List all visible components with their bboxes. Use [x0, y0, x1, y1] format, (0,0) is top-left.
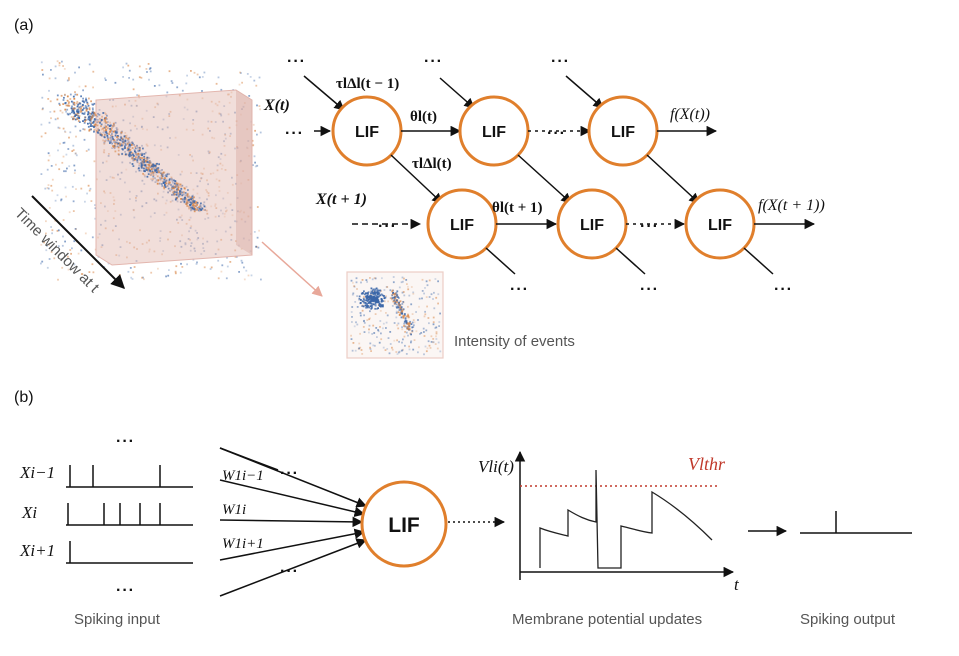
edge-w-i	[219, 516, 364, 528]
edge-w-im1	[219, 479, 366, 517]
spiking-output-train	[800, 511, 912, 534]
spike-train-i	[66, 503, 193, 526]
row2-input-label: X(t + 1)	[315, 191, 367, 208]
ellipsis-bottom-1: ···	[510, 281, 529, 298]
lif-node-b-label: LIF	[388, 514, 420, 537]
edge-top-to-n1	[303, 75, 345, 111]
tail-r2n1	[485, 247, 516, 275]
membrane-label: Membrane potential updates	[512, 611, 702, 628]
tail-r2n2	[615, 247, 646, 275]
spiking-output-label: Spiking output	[800, 611, 896, 628]
panel-b-label: (b)	[14, 389, 34, 406]
row1-tau-between-label: τlΔl(t)	[412, 156, 452, 172]
row1-mid-ellipsis: ···	[547, 125, 566, 142]
time-window-slice	[95, 89, 253, 266]
intensity-image	[346, 271, 444, 359]
input-label-ip1: Xi+1	[19, 541, 55, 560]
panel-a-label: (a)	[14, 17, 34, 34]
weights-bottom-ellipsis: ···	[280, 563, 299, 580]
membrane-y-label: Vli(t)	[478, 457, 514, 476]
weight-label-im1: W1i−1	[222, 468, 264, 484]
inputs-top-ellipsis: ···	[116, 433, 135, 450]
ellipsis-bottom-3: ···	[774, 281, 793, 298]
edge-n1-to-r2n1	[390, 154, 443, 204]
row1-input-ellipsis: ···	[285, 125, 304, 142]
edge-extra-top-to-lif	[219, 447, 367, 508]
membrane-x-label: t	[734, 575, 740, 594]
event-volume	[40, 60, 262, 281]
edge-top-to-n3	[565, 75, 604, 109]
edge-n2-to-r2n2	[517, 154, 572, 204]
lif-node-r1-1-label: LIF	[355, 124, 379, 141]
ellipsis-top-2: ···	[424, 53, 443, 70]
edge-n3-to-r2n3	[646, 154, 700, 204]
spiking-input-label: Spiking input	[74, 611, 161, 628]
threshold-label: Vlthr	[688, 454, 726, 474]
time-axis-arrow	[31, 195, 125, 289]
row2-output-label: f(X(t + 1))	[758, 197, 825, 214]
lif-node-r2-3-label: LIF	[708, 217, 732, 234]
edge-extra-bottom-to-lif	[219, 538, 367, 597]
row2-theta-label: θl(t + 1)	[492, 200, 543, 216]
membrane-plot: Vli(t) Vlthr t	[478, 450, 740, 594]
spike-train-ip1	[66, 541, 193, 564]
lif-node-b	[360, 480, 448, 568]
row1-output-label: f(X(t))	[670, 106, 710, 123]
ellipsis-bottom-2: ···	[640, 281, 659, 298]
input-label-i: Xi	[21, 503, 37, 522]
row1-theta-label: θl(t)	[410, 109, 437, 125]
row2-mid-ellipsis: ···	[640, 218, 659, 235]
time-window-label: Time window at t	[11, 205, 103, 297]
input-label-im1: Xi−1	[19, 463, 55, 482]
tail-r2n3	[743, 247, 774, 275]
row1-tau-top-label: τlΔl(t − 1)	[336, 76, 399, 92]
ellipsis-top-1: ···	[287, 53, 306, 70]
ellipsis-top-3: ···	[551, 53, 570, 70]
intensity-label: Intensity of events	[454, 333, 575, 350]
event-scatter-front	[58, 93, 206, 213]
lif-node-r1-3-label: LIF	[611, 124, 635, 141]
weight-label-ip1: W1i+1	[222, 536, 264, 552]
membrane-trace	[539, 469, 713, 569]
projection-arrow	[261, 241, 323, 297]
inputs-bottom-ellipsis: ···	[116, 582, 135, 599]
edge-w-ip1	[219, 528, 366, 561]
lif-node-r2-1-label: LIF	[450, 217, 474, 234]
row2-input-ellipsis: ···	[378, 218, 397, 235]
weight-label-i: W1i	[222, 502, 246, 518]
spike-train-im1	[66, 465, 193, 488]
lif-node-r1-2-label: LIF	[482, 124, 506, 141]
lif-node-r2-2-label: LIF	[580, 217, 604, 234]
edge-top-to-n2	[439, 77, 475, 109]
row1-input-label: X(t)	[263, 97, 290, 114]
